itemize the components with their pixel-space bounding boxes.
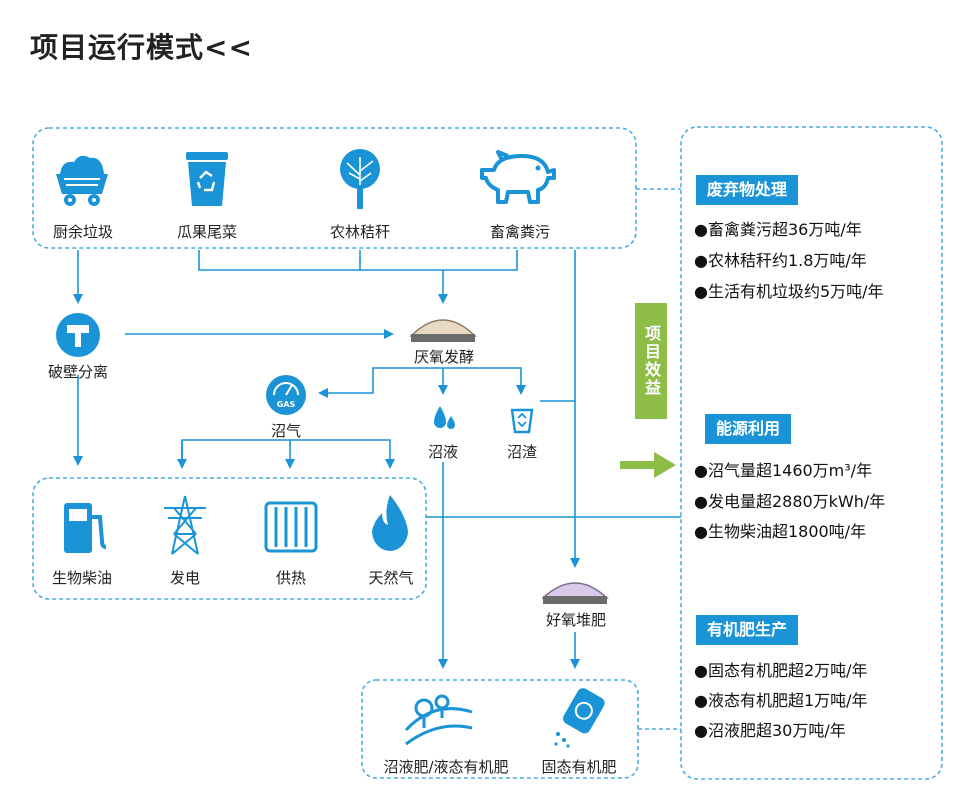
input-box [32,127,637,249]
energy-item: ●生物柴油超1800吨/年 [694,522,867,541]
input-label-manure: 畜禽粪污 [489,223,550,241]
gas-gauge-icon: GAS [266,375,306,415]
waste-item: ●农林秸秆约1.8万吨/年 [694,251,867,270]
aerobic-compost-label: 好氧堆肥 [545,611,606,629]
fertilizer-bag-icon [554,688,605,748]
fertilizer-item: ●液态有机肥超1万吨/年 [694,691,868,710]
radiator-icon [264,501,318,553]
page-title: 项目运行模式<< [30,31,253,64]
separation-label: 破壁分离 [47,363,108,381]
residue-bin-icon [510,408,534,434]
input-label-straw: 农林秸秆 [329,223,390,241]
fertilizer-label-solid: 固态有机肥 [541,758,617,776]
power-tower-icon [164,495,206,555]
energy-label-biodiesel: 生物柴油 [51,569,112,587]
energy-label-heating: 供热 [275,569,306,587]
aerobic-compost-icon [541,582,609,604]
biogas-label: 沼气 [270,422,301,440]
biogas-residue-label: 沼渣 [506,443,537,461]
fertilizer-label-liquid: 沼液肥/液态有机肥 [383,758,509,776]
energy-box [32,477,427,600]
section-tag-waste: 废弃物处理 [696,175,799,205]
water-drops-icon [434,406,455,429]
energy-label-power: 发电 [169,569,200,587]
energy-item: ●发电量超2880万kWh/年 [694,492,886,511]
flame-icon [372,495,408,551]
tree-icon [340,149,380,209]
pig-icon [480,150,556,204]
energy-item: ●沼气量超1460万m³/年 [694,461,873,480]
section-tag-energy: 能源利用 [705,414,792,444]
anaerobic-label: 厌氧发酵 [413,348,474,366]
fertilizer-item: ●沼液肥超30万吨/年 [694,721,846,740]
fuel-pump-icon [64,503,107,553]
fertilizer-item: ●固态有机肥超2万吨/年 [694,661,868,680]
field-tree-icon [404,694,473,746]
food-waste-cart-icon [56,155,108,206]
section-tag-fertilizer: 有机肥生产 [696,615,799,645]
benefit-box [680,126,943,780]
project-benefit-label: 项目效益 [635,303,667,419]
waste-item: ●生活有机垃圾约5万吨/年 [694,282,884,301]
biogas-liquid-label: 沼液 [427,443,458,461]
svg-text:GAS: GAS [277,400,296,409]
crusher-icon [56,313,100,357]
energy-label-natural-gas: 天然气 [368,569,414,587]
anaerobic-digester-icon [409,319,477,342]
waste-item: ●畜禽粪污超36万吨/年 [694,220,862,239]
input-label-food-waste: 厨余垃圾 [52,223,113,241]
recycle-bin-icon [186,152,228,206]
input-label-vegetable-waste: 瓜果尾菜 [176,223,237,241]
